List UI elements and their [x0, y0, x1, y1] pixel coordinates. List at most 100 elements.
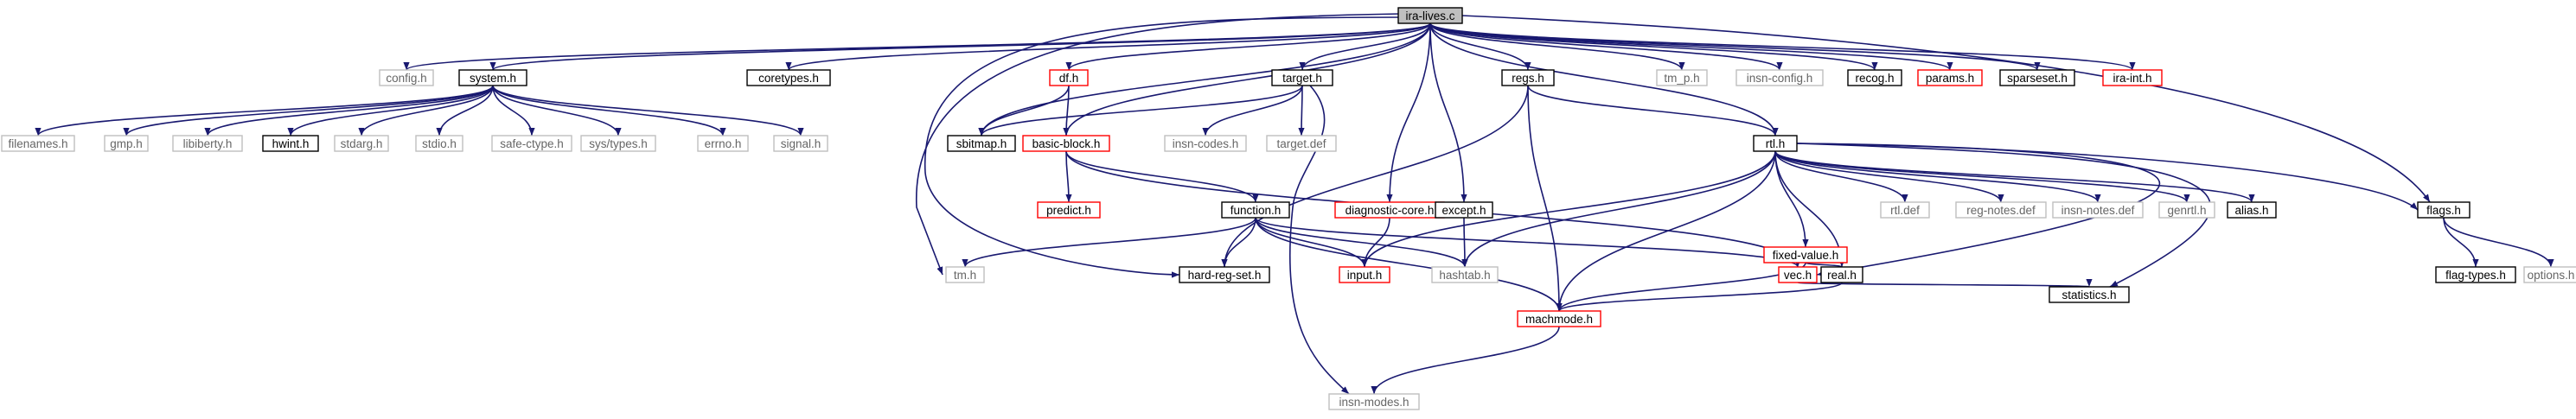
node-label: real.h [1827, 269, 1857, 282]
edge-system-h-to-hwint-h [287, 85, 494, 136]
edge-machmode-h-to-insn-modes-h [1371, 326, 1560, 395]
node-params-h[interactable]: params.h [1917, 69, 1983, 86]
edge-rtl-h-to-fixed-value-h [1774, 150, 1809, 248]
node-hwint-h[interactable]: hwint.h [262, 135, 319, 152]
node-box [1517, 310, 1601, 327]
node-statistics-h[interactable]: statistics.h [2049, 286, 2130, 303]
node-box [1917, 69, 1983, 86]
node-machmode-h[interactable]: machmode.h [1517, 310, 1601, 327]
node-gmp-h: gmp.h [104, 135, 149, 152]
node-stdio-h: stdio.h [415, 135, 463, 152]
edge-rtl-h-to-rtl-def [1774, 150, 1908, 203]
edge-basic-block-h-to-predict-h [1065, 150, 1072, 203]
node-safe-ctype-h: safe-ctype.h [491, 135, 572, 152]
node-config-h: config.h [379, 69, 434, 86]
node-label: genrtl.h [2167, 204, 2206, 217]
node-box [1735, 69, 1824, 86]
node-label: coretypes.h [758, 72, 819, 85]
node-box [104, 135, 149, 152]
edge-regs-h-to-rtl-h [1527, 85, 1779, 136]
edge-fixed-value-h-to-real-h [1805, 258, 1845, 268]
node-coretypes-h[interactable]: coretypes.h [746, 69, 831, 86]
node-box [1037, 201, 1101, 219]
node-label: hard-reg-set.h [1188, 269, 1262, 282]
node-box [2227, 201, 2277, 219]
edge-system-h-to-filenames-h [35, 85, 494, 136]
node-box [1880, 201, 1930, 219]
node-df-h[interactable]: df.h [1049, 69, 1089, 86]
node-box [262, 135, 319, 152]
node-diagnostic-core-h[interactable]: diagnostic-core.h [1334, 201, 1445, 219]
edge-regs-h-to-machmode-h [1527, 85, 1563, 312]
node-box [2102, 69, 2163, 86]
node-box [1179, 266, 1270, 283]
node-function-h[interactable]: function.h [1221, 201, 1290, 219]
node-sbitmap-h[interactable]: sbitmap.h [947, 135, 1016, 152]
edge-regs-h-to-hard-reg-set-h [1221, 85, 1529, 268]
edge-ira-lives-c-to-config-h [403, 22, 1431, 71]
node-regs-h[interactable]: regs.h [1501, 69, 1555, 86]
node-target-h[interactable]: target.h [1271, 69, 1333, 86]
edge-system-h-to-stdio-h [436, 85, 494, 136]
node-label: rtl.def [1890, 204, 1920, 217]
node-hard-reg-set-h[interactable]: hard-reg-set.h [1179, 266, 1270, 283]
edge-target-h-to-target-def [1298, 85, 1305, 136]
node-label: hashtab.h [1439, 269, 1490, 282]
edge-function-h-to-hard-reg-set-h [1221, 217, 1256, 268]
node-box [1753, 135, 1798, 152]
node-label: sys/types.h [589, 137, 648, 150]
node-label: insn-codes.h [1173, 137, 1239, 150]
node-label: flag-types.h [2445, 269, 2506, 282]
node-label: ira-lives.c [1405, 10, 1454, 22]
node-label: flags.h [2426, 204, 2461, 217]
node-label: target.def [1276, 137, 1326, 150]
node-label: options.h [2528, 269, 2575, 282]
node-label: ira-int.h [2113, 72, 2151, 85]
node-box [1, 135, 75, 152]
node-recog-h[interactable]: recog.h [1847, 69, 1902, 86]
node-alias-h[interactable]: alias.h [2227, 201, 2277, 219]
node-ira-int-h[interactable]: ira-int.h [2102, 69, 2163, 86]
node-label: recog.h [1855, 72, 1894, 85]
node-input-h[interactable]: input.h [1339, 266, 1390, 283]
edge-flags-h-to-flag-types-h [2443, 217, 2479, 268]
node-vec-h[interactable]: vec.h [1778, 266, 1818, 283]
node-flags-h[interactable]: flags.h [2417, 201, 2471, 219]
edge-ira-lives-c-to-sbitmap-h [978, 22, 1431, 136]
edge-system-h-to-sys-types-h [492, 85, 622, 136]
node-label: basic-block.h [1032, 137, 1101, 150]
node-insn-notes-def: insn-notes.def [2052, 201, 2144, 219]
node-box [2523, 266, 2576, 283]
node-label: params.h [1926, 72, 1974, 85]
node-label: tm.h [954, 269, 976, 282]
edge-ira-lives-c-to-ira-int-h [1429, 22, 2136, 71]
node-predict-h[interactable]: predict.h [1037, 201, 1101, 219]
edge-function-h-to-tm-h [962, 217, 1256, 268]
node-insn-modes-h: insn-modes.h [1328, 393, 1420, 410]
edge-rtl-h-to-insn-notes-def [1774, 150, 2101, 203]
edge-rtl-h-to-reg-notes-def [1774, 150, 2004, 203]
node-label: libiberty.h [183, 137, 233, 150]
edge-flags-h-to-options-h [2443, 217, 2554, 268]
edge-function-h-to-machmode-h [1255, 217, 1563, 312]
node-label: sbitmap.h [956, 137, 1007, 150]
edge-rtl-h-to-statistics-h [1796, 143, 2211, 288]
node-box [1049, 69, 1089, 86]
node-ira-lives-c[interactable]: ira-lives.c [1397, 7, 1463, 24]
node-fixed-value-h[interactable]: fixed-value.h [1763, 246, 1848, 263]
node-flag-types-h[interactable]: flag-types.h [2435, 266, 2516, 283]
node-label: sparseset.h [2007, 72, 2068, 85]
node-box [1339, 266, 1390, 283]
node-sparseset-h[interactable]: sparseset.h [1999, 69, 2075, 86]
edge-ira-lives-c-to-rtl-h [1429, 22, 1779, 136]
node-except-h[interactable]: except.h [1435, 201, 1493, 219]
node-rtl-h[interactable]: rtl.h [1753, 135, 1798, 152]
node-system-h[interactable]: system.h [458, 69, 527, 86]
node-basic-block-h[interactable]: basic-block.h [1022, 135, 1110, 152]
node-real-h[interactable]: real.h [1820, 266, 1863, 283]
node-label: system.h [470, 72, 516, 85]
edge-rtl-h-to-hashtab-h [1461, 150, 1776, 268]
edge-rtl-h-to-machmode-h [1556, 150, 1776, 312]
edge-ira-lives-c-to-basic-block-h [1063, 22, 1431, 136]
